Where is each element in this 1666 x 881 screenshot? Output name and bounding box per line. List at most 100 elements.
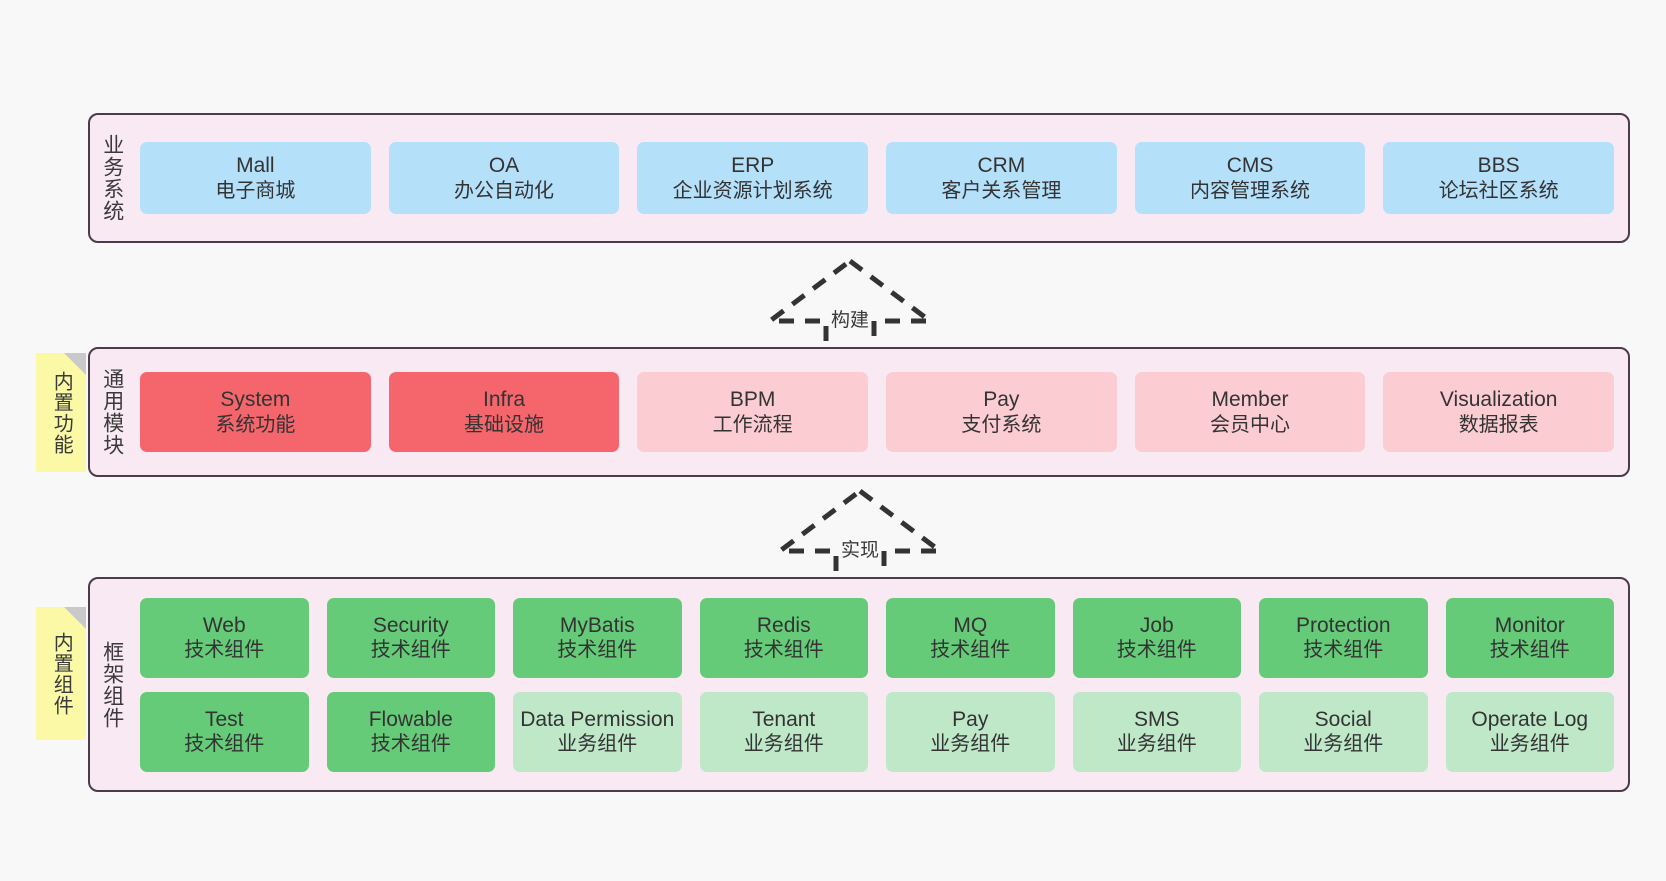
card-protection[interactable]: Protection 技术组件 xyxy=(1259,597,1428,678)
card-tenant[interactable]: Tenant 业务组件 xyxy=(699,691,868,772)
card-title: Pay xyxy=(983,388,1020,411)
card-title: Test xyxy=(204,707,244,731)
card-subtitle: 数据报表 xyxy=(1458,413,1539,436)
card-subtitle: 技术组件 xyxy=(1489,639,1570,662)
band-body-business-systems: Mall 电子商城 OA 办公自动化 ERP 企业资源计划系统 CRM 客户关系… xyxy=(134,115,1628,241)
card-title: BBS xyxy=(1477,154,1520,177)
band-framework-components: 框架组件 Web 技术组件 Security 技术组件 MyBatis 技术组件… xyxy=(88,577,1630,792)
card-title: CRM xyxy=(977,154,1026,177)
card-subtitle: 业务组件 xyxy=(557,733,638,756)
sticky-note-builtin-components: 内置组件 xyxy=(36,607,86,740)
card-crm[interactable]: CRM 客户关系管理 xyxy=(886,142,1117,214)
band-body-framework-components: Web 技术组件 Security 技术组件 MyBatis 技术组件 Redi… xyxy=(134,579,1628,790)
card-subtitle: 技术组件 xyxy=(184,639,265,662)
card-sms[interactable]: SMS 业务组件 xyxy=(1072,691,1241,772)
card-subtitle: 办公自动化 xyxy=(454,179,554,202)
band-title-business-systems: 业务系统 xyxy=(100,134,124,222)
card-subtitle: 技术组件 xyxy=(557,639,638,662)
card-title: Mall xyxy=(236,154,275,177)
card-title: Member xyxy=(1211,388,1289,411)
card-subtitle: 业务组件 xyxy=(1303,733,1384,756)
card-title: Flowable xyxy=(368,707,453,731)
card-mq[interactable]: MQ 技术组件 xyxy=(886,597,1055,678)
card-flowable[interactable]: Flowable 技术组件 xyxy=(326,691,495,772)
card-title: Visualization xyxy=(1439,388,1558,411)
card-mybatis[interactable]: MyBatis 技术组件 xyxy=(513,597,682,678)
card-subtitle: 业务组件 xyxy=(930,733,1011,756)
sticky-note-builtin-features: 内置功能 xyxy=(36,353,86,472)
band-body-common-modules: System 系统功能 Infra 基础设施 BPM 工作流程 Pay 支付系统… xyxy=(134,349,1628,475)
card-title: Web xyxy=(202,613,246,637)
card-title: SMS xyxy=(1133,707,1180,731)
card-subtitle: 技术组件 xyxy=(1116,639,1197,662)
card-mall[interactable]: Mall 电子商城 xyxy=(140,142,371,214)
card-operate-log[interactable]: Operate Log 业务组件 xyxy=(1445,691,1614,772)
card-title: CMS xyxy=(1226,154,1274,177)
card-row: Mall 电子商城 OA 办公自动化 ERP 企业资源计划系统 CRM 客户关系… xyxy=(140,142,1615,214)
card-title: MyBatis xyxy=(559,613,635,637)
card-infra[interactable]: Infra 基础设施 xyxy=(388,372,620,452)
card-row: Test 技术组件 Flowable 技术组件 Data Permission … xyxy=(140,691,1614,772)
card-subtitle: 支付系统 xyxy=(961,413,1042,436)
card-security[interactable]: Security 技术组件 xyxy=(326,597,495,678)
card-subtitle: 会员中心 xyxy=(1210,413,1291,436)
card-title: Security xyxy=(372,613,449,637)
card-title: Redis xyxy=(756,613,811,637)
card-subtitle: 业务组件 xyxy=(1116,733,1197,756)
card-title: Infra xyxy=(482,388,526,411)
card-subtitle: 内容管理系统 xyxy=(1190,179,1311,202)
card-title: BPM xyxy=(729,388,776,411)
card-title: Social xyxy=(1314,707,1372,731)
card-subtitle: 技术组件 xyxy=(370,733,451,756)
card-title: ERP xyxy=(731,154,775,177)
card-redis[interactable]: Redis 技术组件 xyxy=(699,597,868,678)
card-row: Web 技术组件 Security 技术组件 MyBatis 技术组件 Redi… xyxy=(140,597,1614,678)
card-title: Pay xyxy=(952,707,989,731)
card-test[interactable]: Test 技术组件 xyxy=(140,691,309,772)
card-subtitle: 论坛社区系统 xyxy=(1438,179,1559,202)
card-subtitle: 客户关系管理 xyxy=(941,179,1062,202)
card-title: System xyxy=(220,388,291,411)
band-common-modules: 通用模块 System 系统功能 Infra 基础设施 BPM 工作流程 Pay… xyxy=(88,347,1630,477)
card-title: Tenant xyxy=(752,707,816,731)
card-subtitle: 技术组件 xyxy=(1303,639,1384,662)
card-erp[interactable]: ERP 企业资源计划系统 xyxy=(637,142,869,214)
card-web[interactable]: Web 技术组件 xyxy=(140,597,309,678)
card-oa[interactable]: OA 办公自动化 xyxy=(388,142,620,214)
card-title: Data Permission xyxy=(520,707,675,731)
card-subtitle: 业务组件 xyxy=(1489,733,1570,756)
card-bbs[interactable]: BBS 论坛社区系统 xyxy=(1383,142,1615,214)
card-subtitle: 电子商城 xyxy=(215,179,296,202)
card-title: Monitor xyxy=(1494,613,1565,637)
card-subtitle: 技术组件 xyxy=(743,639,824,662)
card-title: MQ xyxy=(953,613,988,637)
card-title: Protection xyxy=(1295,613,1391,637)
band-title-common-modules: 通用模块 xyxy=(100,368,124,456)
card-subtitle: 工作流程 xyxy=(712,413,793,436)
card-subtitle: 技术组件 xyxy=(184,733,265,756)
card-member[interactable]: Member 会员中心 xyxy=(1134,372,1366,452)
card-visualization[interactable]: Visualization 数据报表 xyxy=(1383,372,1615,452)
card-title: OA xyxy=(488,154,520,177)
card-title: Operate Log xyxy=(1471,707,1589,731)
sticky-note-label: 内置功能 xyxy=(50,370,73,455)
band-title-framework-components: 框架组件 xyxy=(100,640,124,729)
card-row: System 系统功能 Infra 基础设施 BPM 工作流程 Pay 支付系统… xyxy=(140,372,1615,452)
card-subtitle: 基础设施 xyxy=(464,413,544,436)
band-business-systems: 业务系统 Mall 电子商城 OA 办公自动化 ERP 企业资源计划系统 CRM… xyxy=(88,113,1630,243)
card-subtitle: 系统功能 xyxy=(215,413,296,436)
card-data-permission[interactable]: Data Permission 业务组件 xyxy=(513,691,682,772)
card-cms[interactable]: CMS 内容管理系统 xyxy=(1134,142,1366,214)
card-job[interactable]: Job 技术组件 xyxy=(1072,597,1241,678)
sticky-note-label: 内置组件 xyxy=(50,631,73,716)
card-subtitle: 技术组件 xyxy=(370,639,451,662)
card-bpm[interactable]: BPM 工作流程 xyxy=(637,372,869,452)
card-social[interactable]: Social 业务组件 xyxy=(1259,691,1428,772)
card-subtitle: 企业资源计划系统 xyxy=(672,179,833,202)
card-pay-component[interactable]: Pay 业务组件 xyxy=(886,691,1055,772)
card-pay-module[interactable]: Pay 支付系统 xyxy=(886,372,1117,452)
card-title: Job xyxy=(1139,613,1174,637)
card-monitor[interactable]: Monitor 技术组件 xyxy=(1445,597,1614,678)
card-system[interactable]: System 系统功能 xyxy=(140,372,371,452)
